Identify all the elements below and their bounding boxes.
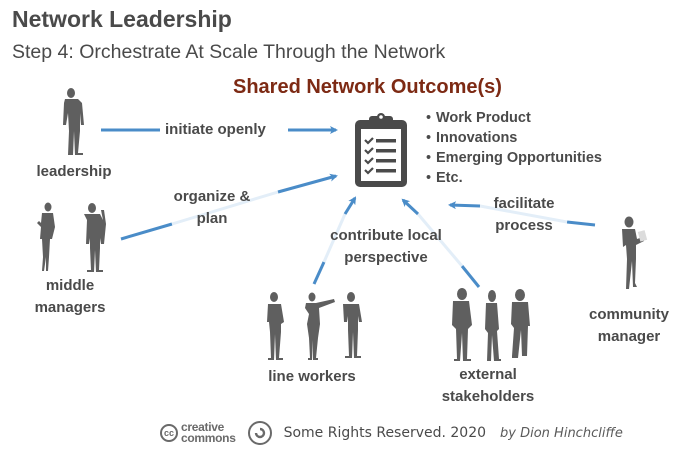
cc-wordmark-line: commons — [181, 431, 236, 445]
outcome-title: Shared Network Outcome(s) — [233, 76, 502, 98]
page-subtitle: Step 4: Orchestrate At Scale Through the… — [12, 41, 446, 63]
license-footer: cc creative commons Some Rights Reserved… — [160, 418, 623, 448]
flow-label-line: organize & — [173, 188, 251, 205]
author-byline: by Dion Hinchcliffe — [500, 425, 623, 441]
clipboard-checklist-icon — [355, 113, 407, 187]
attribution-icon — [247, 421, 272, 445]
community-manager-figure-icon — [622, 216, 648, 289]
actor-label-leadership: leadership — [36, 163, 112, 180]
actor-label-line: manager — [597, 328, 661, 345]
actor-label-line-workers: line workers — [268, 368, 356, 385]
flow-label-line: contribute local — [330, 227, 442, 244]
outcome-item: Innovations — [426, 128, 602, 148]
actor-label-line: middle — [45, 277, 95, 294]
flow-label-line: plan — [196, 210, 228, 227]
outcome-item: Emerging Opportunities — [426, 148, 602, 168]
outcome-item: Etc. — [426, 168, 602, 188]
outcome-list: Work Product Innovations Emerging Opport… — [426, 108, 602, 188]
actor-label-line: stakeholders — [441, 388, 535, 405]
actor-label-community-manager: community manager — [574, 304, 684, 348]
outcome-item: Work Product — [426, 108, 602, 128]
flow-label-facilitate: facilitate process — [484, 193, 564, 237]
actor-label-line: community — [588, 306, 669, 323]
flow-label-line: perspective — [344, 249, 428, 266]
arrow-contribute-line-workers — [312, 196, 357, 285]
external-stakeholders-figure-icon — [452, 288, 530, 361]
cc-wordmark: creative commons — [181, 420, 236, 445]
flow-label-line: facilitate — [493, 195, 555, 212]
actor-label-external-stakeholders: external stakeholders — [428, 364, 548, 408]
actor-label-line: managers — [34, 299, 106, 316]
page-title: Network Leadership — [12, 6, 232, 32]
rights-text: Some Rights Reserved. 2020 — [283, 425, 487, 441]
arrow-facilitate — [448, 201, 596, 227]
flow-label-organize: organize & plan — [170, 186, 254, 230]
line-workers-figure-icon — [266, 292, 362, 360]
flow-label-initiate: initiate openly — [165, 121, 266, 138]
creative-commons-logo: cc creative commons — [160, 420, 236, 445]
cc-wordmark-line: creative — [181, 420, 224, 434]
middle-managers-figure-icon — [37, 202, 106, 272]
arrow-contribute-stakeholders — [401, 198, 481, 288]
flow-label-line: process — [495, 217, 553, 234]
actor-label-line: external — [459, 366, 517, 383]
arrow-organize — [120, 173, 338, 241]
cc-icon: cc — [160, 424, 178, 442]
actor-label-middle-managers: middle managers — [24, 275, 116, 319]
leadership-figure-icon — [63, 88, 84, 155]
flow-label-contribute: contribute local perspective — [316, 225, 456, 269]
